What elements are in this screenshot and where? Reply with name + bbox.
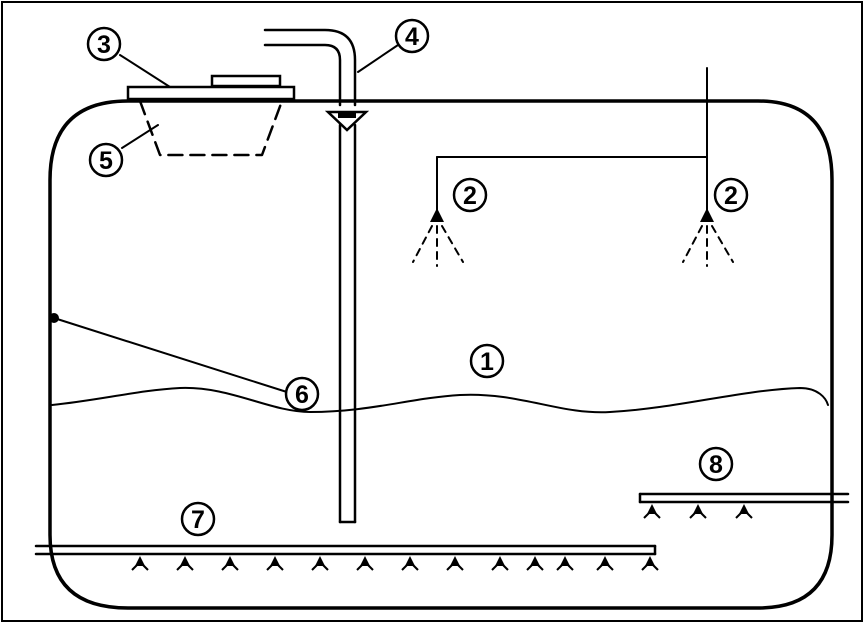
leader-line-4 xyxy=(357,44,399,73)
agitator-nozzle-icon xyxy=(526,556,544,571)
agitator-nozzle-icon xyxy=(689,504,707,519)
side-agitator-pipe xyxy=(638,492,850,504)
agitator-pipe xyxy=(34,544,657,556)
callout-2: 2 xyxy=(713,177,749,213)
fill-lid xyxy=(126,74,296,101)
callout-5-label: 5 xyxy=(99,147,113,175)
callout-1: 1 xyxy=(469,343,505,379)
agitator-nozzle-icon xyxy=(131,556,149,571)
level-float-arm xyxy=(53,317,291,394)
agitator-nozzle-icon xyxy=(491,556,509,571)
side-agitator-nozzles xyxy=(643,504,753,519)
callout-8: 8 xyxy=(698,446,734,482)
callout-2-label: 2 xyxy=(724,182,738,210)
rinse-nozzle-icon xyxy=(412,208,464,267)
suction-pipe xyxy=(263,28,370,524)
agitator-nozzle-icon xyxy=(643,504,661,519)
agitator-nozzle-icon xyxy=(401,556,419,571)
tank-outline xyxy=(48,99,834,610)
strainer-basket xyxy=(138,99,284,157)
agitator-nozzle-icon xyxy=(735,504,753,519)
agitator-nozzle-icon xyxy=(596,556,614,571)
agitator-nozzles xyxy=(131,556,659,571)
callout-3: 3 xyxy=(86,26,122,62)
callout-4-label: 4 xyxy=(405,23,419,51)
callout-7-label: 7 xyxy=(191,506,205,534)
callout-6-label: 6 xyxy=(295,381,309,409)
agitator-nozzle-icon xyxy=(266,556,284,571)
callout-5: 5 xyxy=(88,142,124,178)
liquid-surface xyxy=(51,386,829,414)
agitator-nozzle-icon xyxy=(446,556,464,571)
callout-3-label: 3 xyxy=(97,31,111,59)
agitator-nozzle-icon xyxy=(176,556,194,571)
leader-line-5 xyxy=(121,124,159,149)
callout-8-label: 8 xyxy=(709,451,723,479)
rinse-nozzle-pipe xyxy=(436,67,708,211)
agitator-nozzle-icon xyxy=(356,556,374,571)
agitator-nozzle-icon xyxy=(221,556,239,571)
leader-line-3 xyxy=(119,54,171,88)
callout-2-label: 2 xyxy=(463,182,477,210)
agitator-nozzle-icon xyxy=(556,556,574,571)
agitator-nozzle-icon xyxy=(641,556,659,571)
callout-2: 2 xyxy=(452,177,488,213)
callout-6: 6 xyxy=(284,376,320,412)
agitator-nozzle-icon xyxy=(311,556,329,571)
callout-7: 7 xyxy=(180,501,216,537)
rinse-nozzle-icon xyxy=(682,208,734,267)
callout-4: 4 xyxy=(394,18,430,54)
callout-1-label: 1 xyxy=(480,348,494,376)
